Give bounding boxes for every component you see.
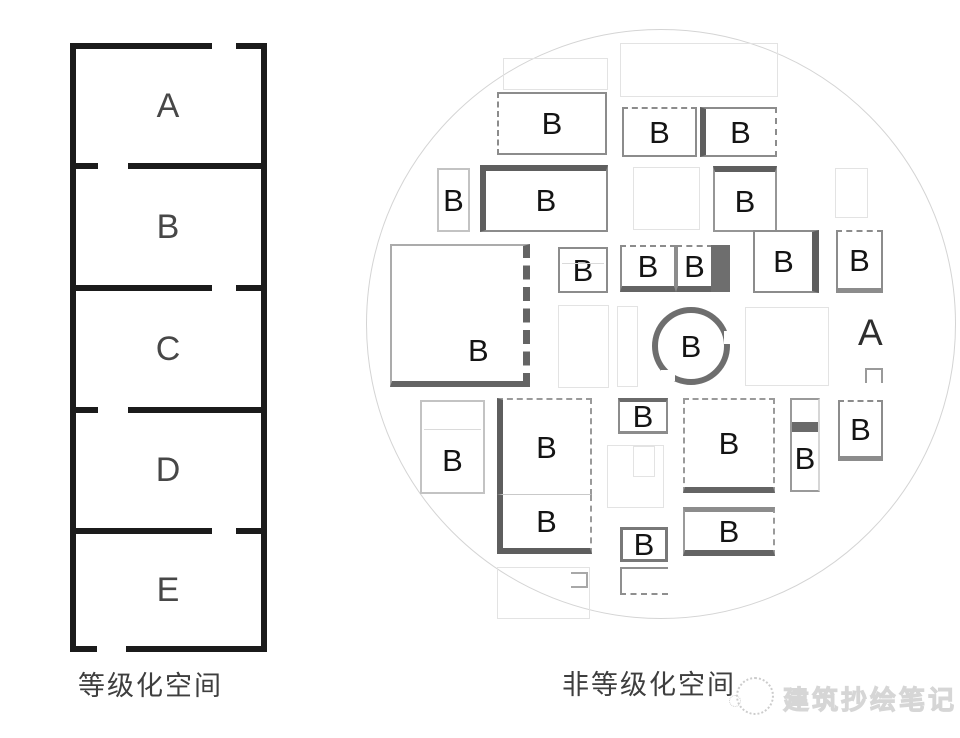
faint-room <box>607 445 664 508</box>
watermark-logo-icon <box>736 677 774 715</box>
room-e: E <box>76 534 261 646</box>
room-b: B <box>480 165 608 232</box>
watermark-text: 建筑抄绘笔记 <box>782 685 958 716</box>
room-label: B <box>442 442 463 478</box>
room-label: B <box>680 328 702 364</box>
room-b: B <box>676 245 713 292</box>
room-label: B <box>850 411 871 447</box>
outlier-label-a: A <box>858 312 883 353</box>
wall-c-d <box>76 407 261 413</box>
room-label: A <box>156 86 181 125</box>
room-b: B <box>420 400 485 494</box>
room-b: B <box>683 398 775 493</box>
faint-room <box>745 307 829 386</box>
room-b: B <box>836 230 883 293</box>
room-label: B <box>773 244 794 279</box>
room-b-large: B <box>390 244 530 387</box>
faint-room <box>497 567 590 619</box>
door-gap <box>212 43 236 49</box>
faint-niche <box>633 446 655 477</box>
room-b: B <box>700 107 777 157</box>
small-outline <box>571 572 588 588</box>
small-outline <box>620 567 668 595</box>
room-b: B <box>620 245 676 292</box>
room-b: B <box>620 527 668 562</box>
room-label: B <box>730 114 751 150</box>
faint-room <box>633 167 700 230</box>
small-outline <box>865 368 883 383</box>
room-b: B <box>622 107 697 157</box>
faint-room <box>503 58 608 90</box>
room-divider-line <box>562 262 604 264</box>
room-label: B <box>536 504 557 539</box>
room-b: B <box>497 495 592 554</box>
room-b-circular: B <box>652 307 730 385</box>
room-b: B <box>437 168 470 232</box>
room-label: B <box>632 399 654 434</box>
room-b: B <box>683 507 775 556</box>
faint-room <box>558 305 609 388</box>
room-b: B <box>790 398 820 492</box>
wall-segment <box>792 421 818 432</box>
faint-room <box>620 43 778 97</box>
room-label: B <box>156 207 181 246</box>
room-label: B <box>684 249 705 284</box>
door-gap <box>97 646 126 652</box>
caption-non-hierarchical-space: 非等级化空间 <box>562 670 736 700</box>
room-label: B <box>535 183 557 218</box>
filled-wall-block <box>711 245 730 292</box>
room-label: E <box>156 570 181 609</box>
room-d: D <box>76 413 261 528</box>
room-b: B <box>558 247 608 293</box>
room-label: B <box>467 333 489 369</box>
room-b: B <box>618 398 668 434</box>
site-circle-outline <box>366 29 956 619</box>
wall-d-e <box>76 528 261 534</box>
door-gap <box>212 285 236 291</box>
caption-hierarchical-space: 等级化空间 <box>78 671 223 701</box>
room-label: B <box>849 242 870 278</box>
faint-room <box>617 306 638 387</box>
room-b: B <box>838 400 883 461</box>
room-label: B <box>637 249 659 284</box>
room-label: B <box>734 183 756 219</box>
door-gap <box>212 528 236 534</box>
room-c: C <box>76 291 261 407</box>
room-label: B <box>649 114 670 150</box>
room-a: A <box>76 49 261 163</box>
door-gap <box>98 407 128 413</box>
circle-door-gap <box>661 370 675 381</box>
room-label: C <box>155 329 182 368</box>
circle-door-gap <box>724 331 733 344</box>
room-label: B <box>794 440 816 476</box>
room-label: B <box>572 252 594 288</box>
wall-b-c <box>76 285 261 291</box>
room-label: B <box>541 106 563 141</box>
room-label: B <box>443 182 464 218</box>
room-label: D <box>155 451 182 489</box>
room-divider-line <box>424 429 481 430</box>
room-b: B <box>497 398 592 495</box>
room-label: B <box>718 513 740 549</box>
room-label: B <box>633 527 655 562</box>
left-plan-hierarchical: A B C D E <box>70 43 267 652</box>
room-label: B <box>536 429 557 465</box>
door-gap <box>98 163 128 169</box>
watermark-logo-dot <box>729 695 741 707</box>
room-b: B <box>76 169 261 285</box>
room-label: B <box>718 426 740 461</box>
room-b: B <box>753 230 819 293</box>
faint-room <box>835 168 868 218</box>
room-b: B <box>497 92 607 155</box>
room-b: B <box>713 166 777 232</box>
wall-a-b <box>76 163 261 169</box>
